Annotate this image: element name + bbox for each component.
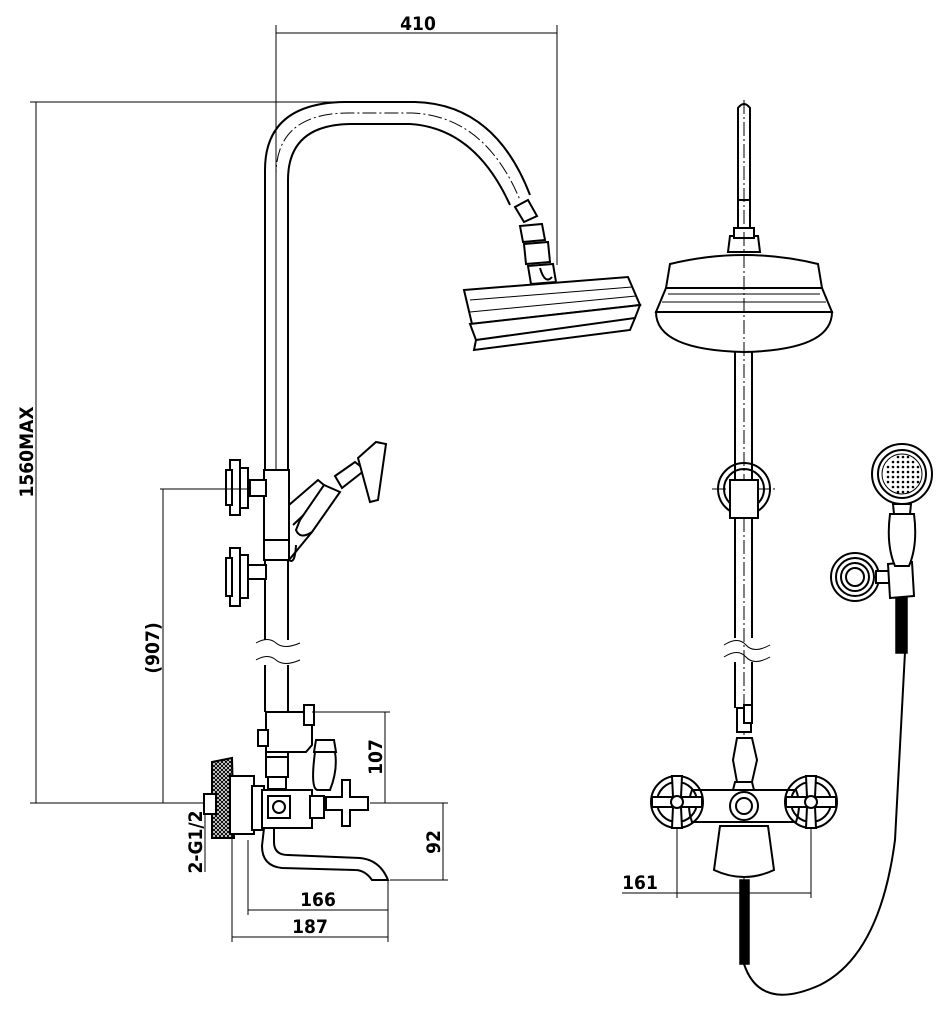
spray-nozzles [886, 455, 920, 494]
front-right-handle [784, 775, 838, 829]
dim-166: 166 [247, 840, 389, 915]
dim-187: 187 [231, 838, 389, 942]
dim-text-1560max: 1560MAX [16, 406, 38, 497]
shower-head-side [462, 267, 642, 352]
riser-pipe [255, 101, 531, 712]
lever-handle [312, 739, 338, 791]
shower-head-front [654, 254, 834, 354]
diverter-valve [257, 704, 315, 790]
spout-side [260, 827, 390, 881]
front-mixer-body [688, 789, 800, 878]
mixer-body-side [251, 779, 369, 831]
dim-907: (907) [142, 488, 248, 803]
dim-text-410: 410 [400, 13, 436, 35]
front-left-handle [650, 775, 704, 829]
front-slider [712, 462, 776, 519]
hand-shower-side [288, 440, 388, 562]
dim-text-g12: 2-G1/2 [185, 810, 207, 873]
side-view: 410 1560MAX (907) 107 92 [16, 13, 642, 942]
slider-clamp-upper [225, 459, 290, 541]
dim-text-161: 161 [622, 872, 658, 894]
front-hose [739, 651, 906, 996]
front-view: 161 [622, 100, 933, 996]
head-connector [513, 198, 558, 286]
dim-92: 92 [372, 802, 448, 881]
dim-107: 107 [312, 711, 390, 804]
dim-text-166: 166 [300, 889, 336, 911]
wall-bracket-lower [225, 539, 290, 607]
dim-text-187: 187 [292, 916, 328, 938]
front-diverter [731, 704, 759, 791]
dim-text-107: 107 [365, 739, 387, 775]
dim-text-907: (907) [142, 622, 164, 673]
dim-g12: 2-G1/2 [185, 810, 207, 873]
dim-161: 161 [622, 828, 812, 898]
dim-410: 410 [275, 13, 558, 465]
dim-text-92: 92 [423, 830, 445, 854]
dim-1560max: 1560MAX [16, 101, 410, 804]
hand-shower-front [871, 443, 933, 654]
